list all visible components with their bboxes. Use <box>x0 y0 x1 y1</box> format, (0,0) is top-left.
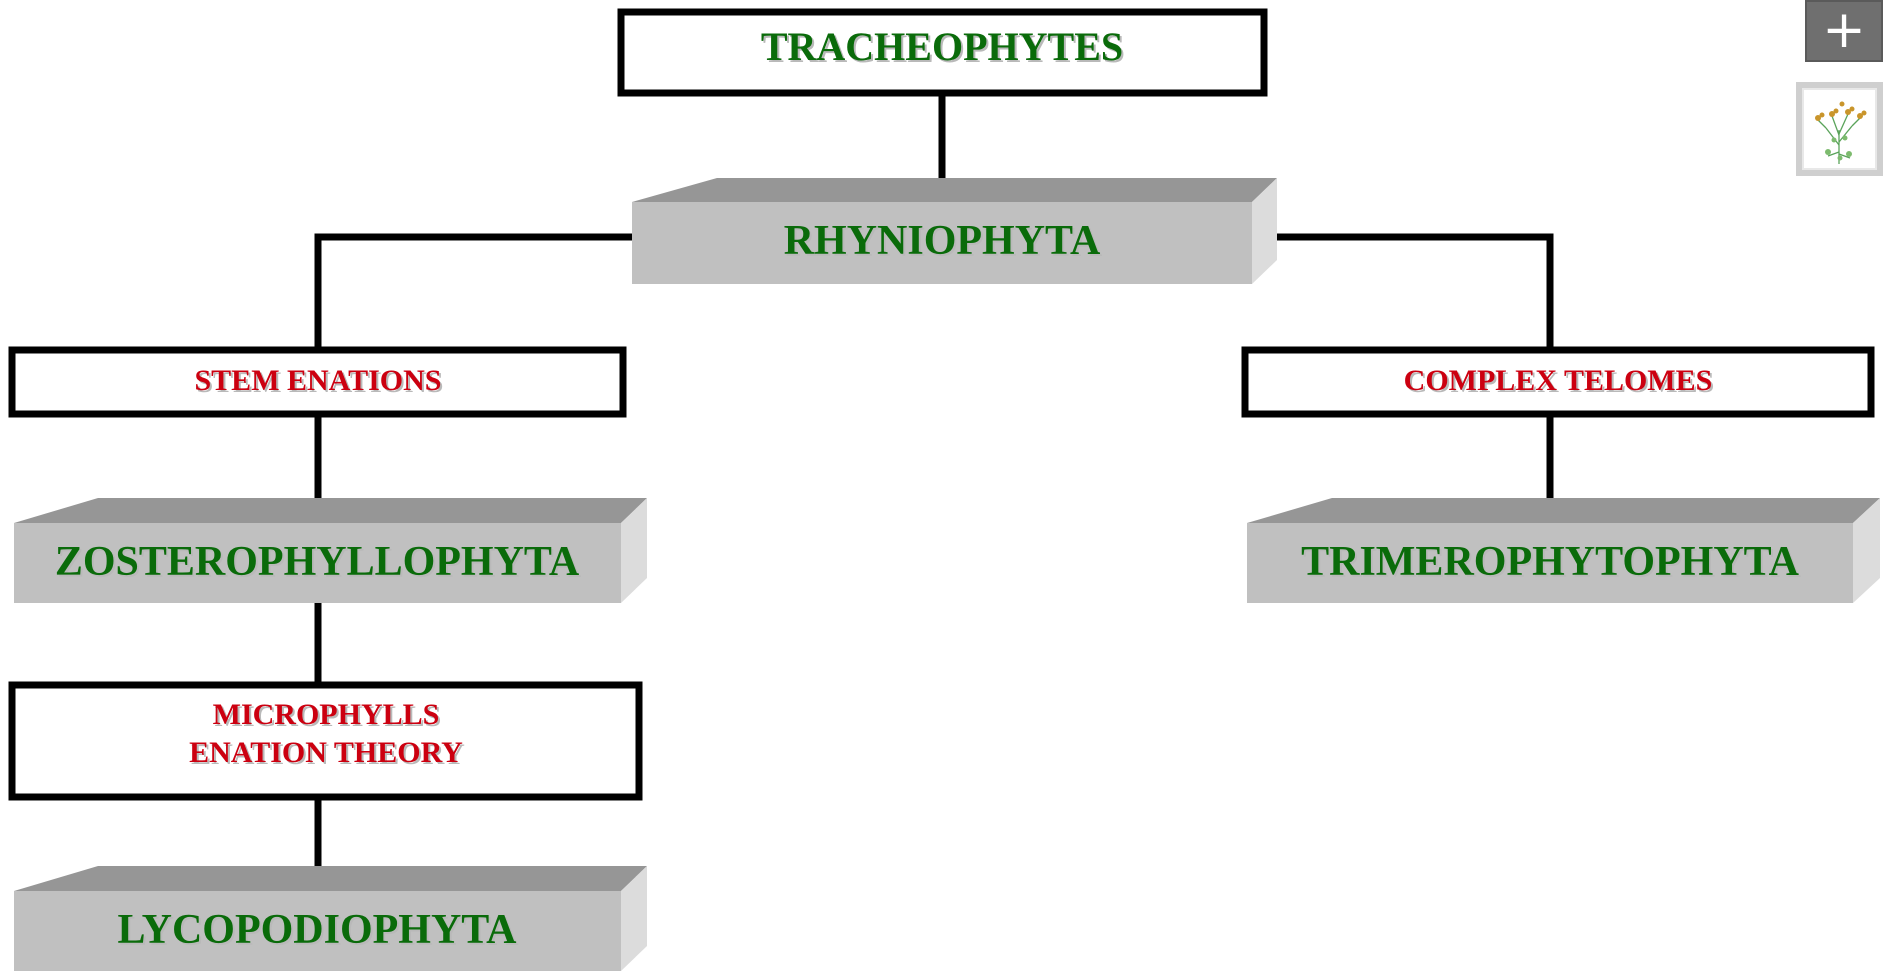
stem-enations-label: STEM ENATIONS <box>194 364 441 397</box>
trimerophytophyta-label: TRIMEROPHYTOPHYTA <box>1301 539 1799 585</box>
lycopodiophyta-label: LYCOPODIOPHYTA <box>117 907 517 953</box>
rhyniophyta-label: RHYNIOPHYTA <box>784 218 1101 264</box>
node-lycopodiophyta: LYCOPODIOPHYTA LYCOPODIOPHYTA <box>14 866 647 971</box>
node-trimerophytophyta: TRIMEROPHYTOPHYTA TRIMEROPHYTOPHYTA <box>1247 498 1880 603</box>
node-rhyniophyta: RHYNIOPHYTA RHYNIOPHYTA <box>632 178 1277 284</box>
add-button[interactable]: + <box>1805 0 1883 62</box>
enation-theory-label: ENATION THEORY <box>189 736 463 769</box>
node-microphylls-enation-theory: MICROPHYLLS MICROPHYLLS ENATION THEORY E… <box>12 685 639 797</box>
node-complex-telomes: COMPLEX TELOMES COMPLEX TELOMES <box>1245 350 1871 414</box>
zosterophyllophyta-label: ZOSTEROPHYLLOPHYTA <box>55 539 580 585</box>
thumbnail-button[interactable] <box>1796 82 1883 176</box>
connector-rhyniophyta-stem-enations <box>318 237 632 350</box>
thumbnail-frame <box>1802 88 1877 170</box>
microphylls-label: MICROPHYLLS <box>213 698 440 731</box>
node-tracheophytes: TRACHEOPHYTES TRACHEOPHYTES <box>621 12 1264 93</box>
plant-illustration-icon <box>1804 90 1875 168</box>
node-stem-enations: STEM ENATIONS STEM ENATIONS <box>12 350 623 414</box>
tracheophytes-label: TRACHEOPHYTES <box>761 24 1123 69</box>
connector-rhyniophyta-complex-telomes <box>1277 237 1550 350</box>
node-zosterophyllophyta: ZOSTEROPHYLLOPHYTA ZOSTEROPHYLLOPHYTA <box>14 498 647 603</box>
complex-telomes-label: COMPLEX TELOMES <box>1404 364 1713 397</box>
